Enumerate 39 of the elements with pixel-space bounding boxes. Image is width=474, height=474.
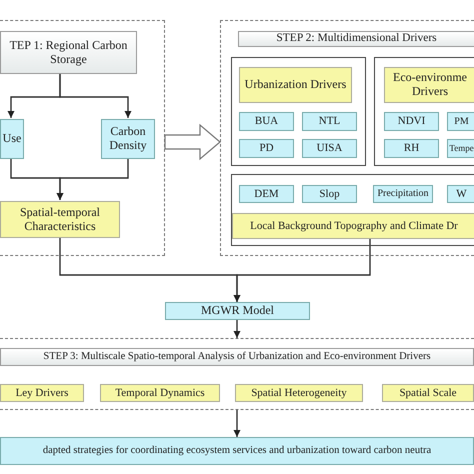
process-box: BUA: [239, 112, 294, 131]
process-box: PD: [239, 139, 294, 158]
process-box: Spatial-temporal Characteristics: [0, 201, 120, 238]
hollow-arrow: [164, 124, 221, 160]
process-box: Local Background Topography and Climate Dr: [232, 213, 474, 239]
process-box: Tempe: [447, 139, 474, 158]
arrow: [59, 73, 132, 118]
process-box: NDVI: [384, 112, 439, 131]
process-box: PM: [447, 112, 474, 131]
process-box: NTL: [302, 112, 357, 131]
title-box: STEP 3: Multiscale Spatio-temporal Analysis of Urbanization and Eco-environment Drivers: [0, 348, 474, 366]
dashed-group-frame: [0, 338, 474, 410]
process-box: Spatial Heterogeneity: [235, 384, 363, 402]
process-box: Precipitation: [373, 185, 433, 203]
process-box: Slop: [302, 185, 357, 203]
process-box: RH: [384, 139, 439, 158]
arrow: [234, 320, 240, 338]
process-box: Urbanization Drivers: [239, 67, 352, 103]
group-frame: [231, 174, 474, 246]
process-box: dapted strategies for coordinating ecosystem services and urbanization toward carbon neutra: [0, 437, 474, 465]
process-box: Temporal Dynamics: [100, 384, 220, 402]
arrow: [56, 158, 129, 200]
group-frame: [374, 57, 474, 166]
arrow: [234, 410, 240, 437]
title-box: STEP 2: Multidimensional Drivers: [238, 31, 474, 47]
dashed-group-frame: [220, 20, 474, 256]
process-box: MGWR Model: [165, 302, 310, 320]
process-box: Eco-environme Drivers: [384, 67, 474, 103]
arrow: [234, 237, 371, 302]
process-box: Carbon Density: [101, 119, 155, 159]
process-box: Spatial Scale: [382, 384, 474, 402]
process-box: W: [447, 185, 474, 203]
process-box: Ley Drivers: [0, 384, 84, 402]
title-box: TEP 1: Regional Carbon Storage: [0, 31, 137, 74]
dashed-group-frame: [0, 20, 165, 256]
process-box: DEM: [239, 185, 294, 203]
process-box: UISA: [302, 139, 357, 158]
group-frame: [231, 57, 366, 166]
process-box: Use: [0, 119, 24, 159]
